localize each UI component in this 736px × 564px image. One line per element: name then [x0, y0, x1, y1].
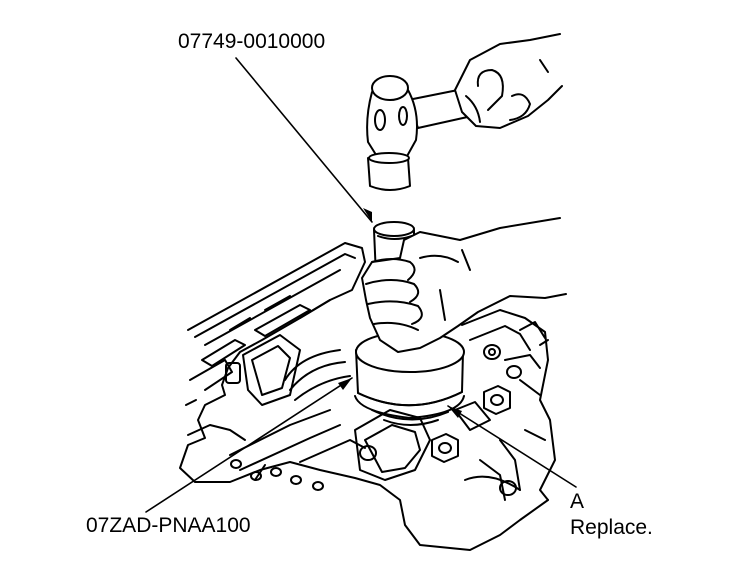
part-note-label: Replace. [570, 516, 653, 539]
driver-tool-label: 07749-0010000 [178, 30, 326, 53]
leader-driver [235, 57, 373, 223]
hammer [366, 75, 491, 191]
leader-seal [447, 405, 577, 488]
leader-lines [145, 57, 577, 513]
gripping-hand [361, 217, 567, 353]
part-letter-label: A [570, 490, 585, 513]
hammer-hand [454, 33, 563, 129]
leader-attachment [145, 377, 353, 513]
attachment-tool-label: 07ZAD-PNAA100 [86, 514, 251, 537]
